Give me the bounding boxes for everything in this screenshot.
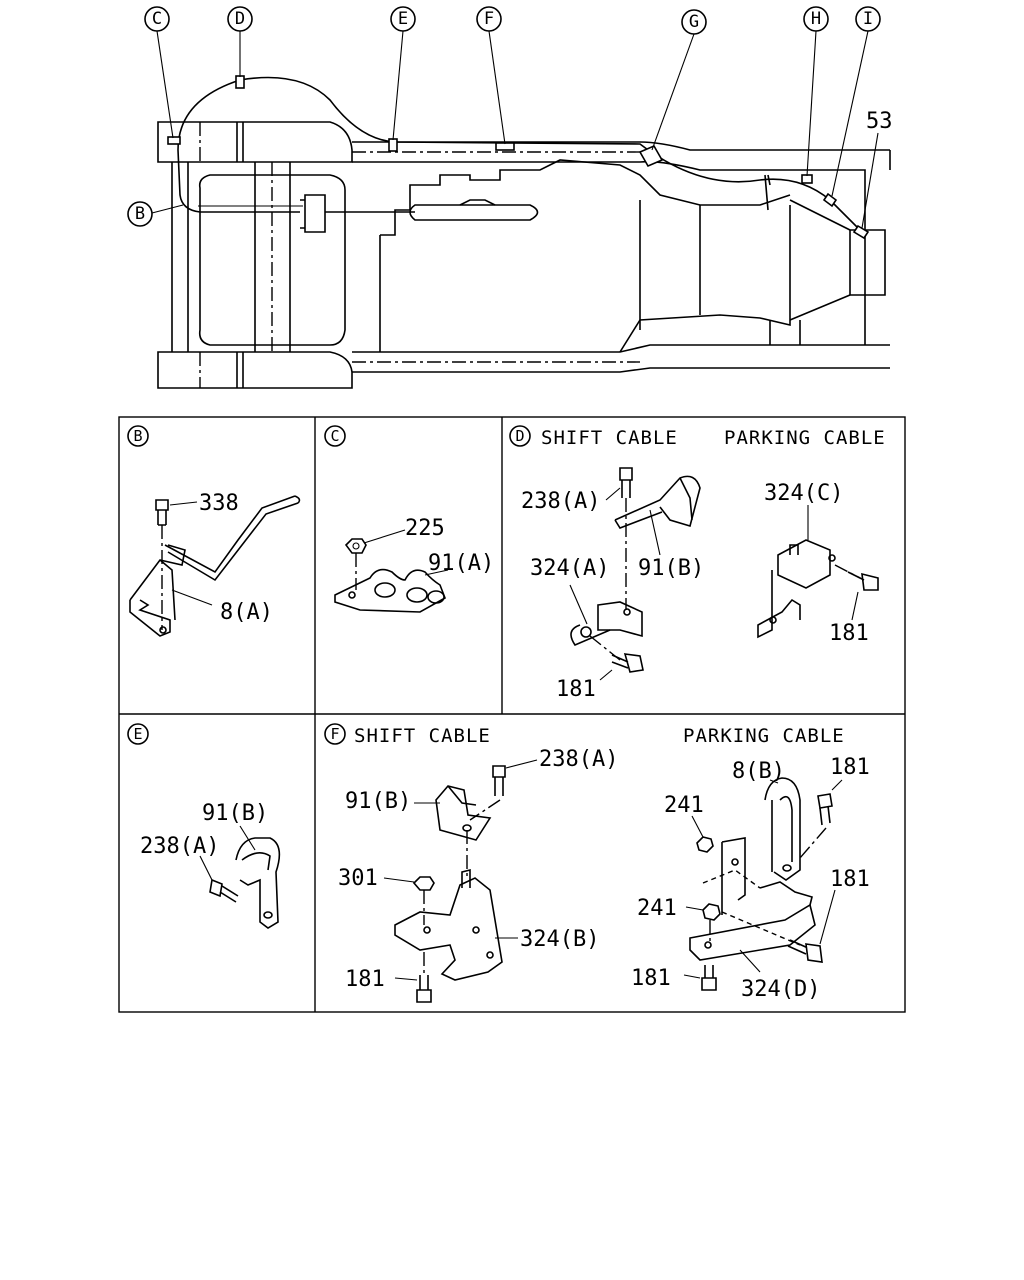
part-number-91a: 91(A) xyxy=(428,551,494,576)
detail-grid xyxy=(118,416,906,1013)
panel-e: E 91(B) 238(A) xyxy=(127,723,281,929)
svg-text:C: C xyxy=(330,427,339,445)
part-number-91b: 91(B) xyxy=(345,789,411,814)
part-number-324b: 324(B) xyxy=(520,927,599,952)
part-number-181-top: 181 xyxy=(830,755,870,780)
part-number-238a: 238(A) xyxy=(539,747,618,772)
callout-h: H xyxy=(803,6,829,32)
callout-b: B xyxy=(127,201,153,227)
callout-f: F xyxy=(476,6,502,32)
callout-d: D xyxy=(227,6,253,32)
svg-text:B: B xyxy=(135,204,145,224)
svg-text:D: D xyxy=(235,9,245,29)
part-number-181-lower: 181 xyxy=(631,966,671,991)
overview-leaders xyxy=(151,30,879,229)
part-number-181-parking: 181 xyxy=(829,621,869,646)
panel-f-title-shift: SHIFT CABLE xyxy=(354,725,491,747)
svg-text:F: F xyxy=(330,725,339,743)
svg-text:F: F xyxy=(484,9,494,29)
part-number-324c: 324(C) xyxy=(764,481,843,506)
part-number-324d: 324(D) xyxy=(741,977,820,1002)
svg-text:D: D xyxy=(515,427,524,445)
part-number-241-lower: 241 xyxy=(637,896,677,921)
callout-c: C xyxy=(144,6,170,32)
overview-callouts: C D E F G H I B 53 xyxy=(127,6,893,227)
panel-b: B 338 8(A) xyxy=(127,425,301,637)
part-number-238a: 238(A) xyxy=(140,834,219,859)
part-number-338: 338 xyxy=(199,491,239,516)
part-number-241-top: 241 xyxy=(664,793,704,818)
part-number-238a: 238(A) xyxy=(521,489,600,514)
part-number-181-right: 181 xyxy=(830,867,870,892)
svg-text:G: G xyxy=(689,12,699,32)
panel-d: D SHIFT CABLE PARKING CABLE 238(A) 91(B)… xyxy=(509,425,886,702)
panel-f: F SHIFT CABLE PARKING CABLE 238(A) 91(B)… xyxy=(324,723,870,1003)
part-number-225: 225 xyxy=(405,516,445,541)
callout-i: I xyxy=(855,6,881,32)
part-number-53: 53 xyxy=(866,109,893,134)
svg-text:C: C xyxy=(152,9,162,29)
part-number-324a: 324(A) xyxy=(530,556,609,581)
panel-d-title-shift: SHIFT CABLE xyxy=(541,427,678,449)
svg-text:I: I xyxy=(863,9,873,29)
callout-e: E xyxy=(390,6,416,32)
chassis-overview xyxy=(157,75,891,389)
panel-d-title-parking: PARKING CABLE xyxy=(724,427,886,449)
svg-text:E: E xyxy=(398,9,408,29)
svg-text:H: H xyxy=(811,9,821,29)
svg-text:E: E xyxy=(133,725,142,743)
panel-f-title-parking: PARKING CABLE xyxy=(683,725,845,747)
part-number-8b: 8(B) xyxy=(732,759,785,784)
panel-c: C 225 91(A) xyxy=(324,425,494,613)
part-number-91b: 91(B) xyxy=(638,556,704,581)
part-number-181: 181 xyxy=(345,967,385,992)
svg-text:B: B xyxy=(133,427,142,445)
callout-g: G xyxy=(681,9,707,35)
part-number-8a: 8(A) xyxy=(220,600,273,625)
part-number-181: 181 xyxy=(556,677,596,702)
part-number-91b: 91(B) xyxy=(202,801,268,826)
part-number-301: 301 xyxy=(338,866,378,891)
